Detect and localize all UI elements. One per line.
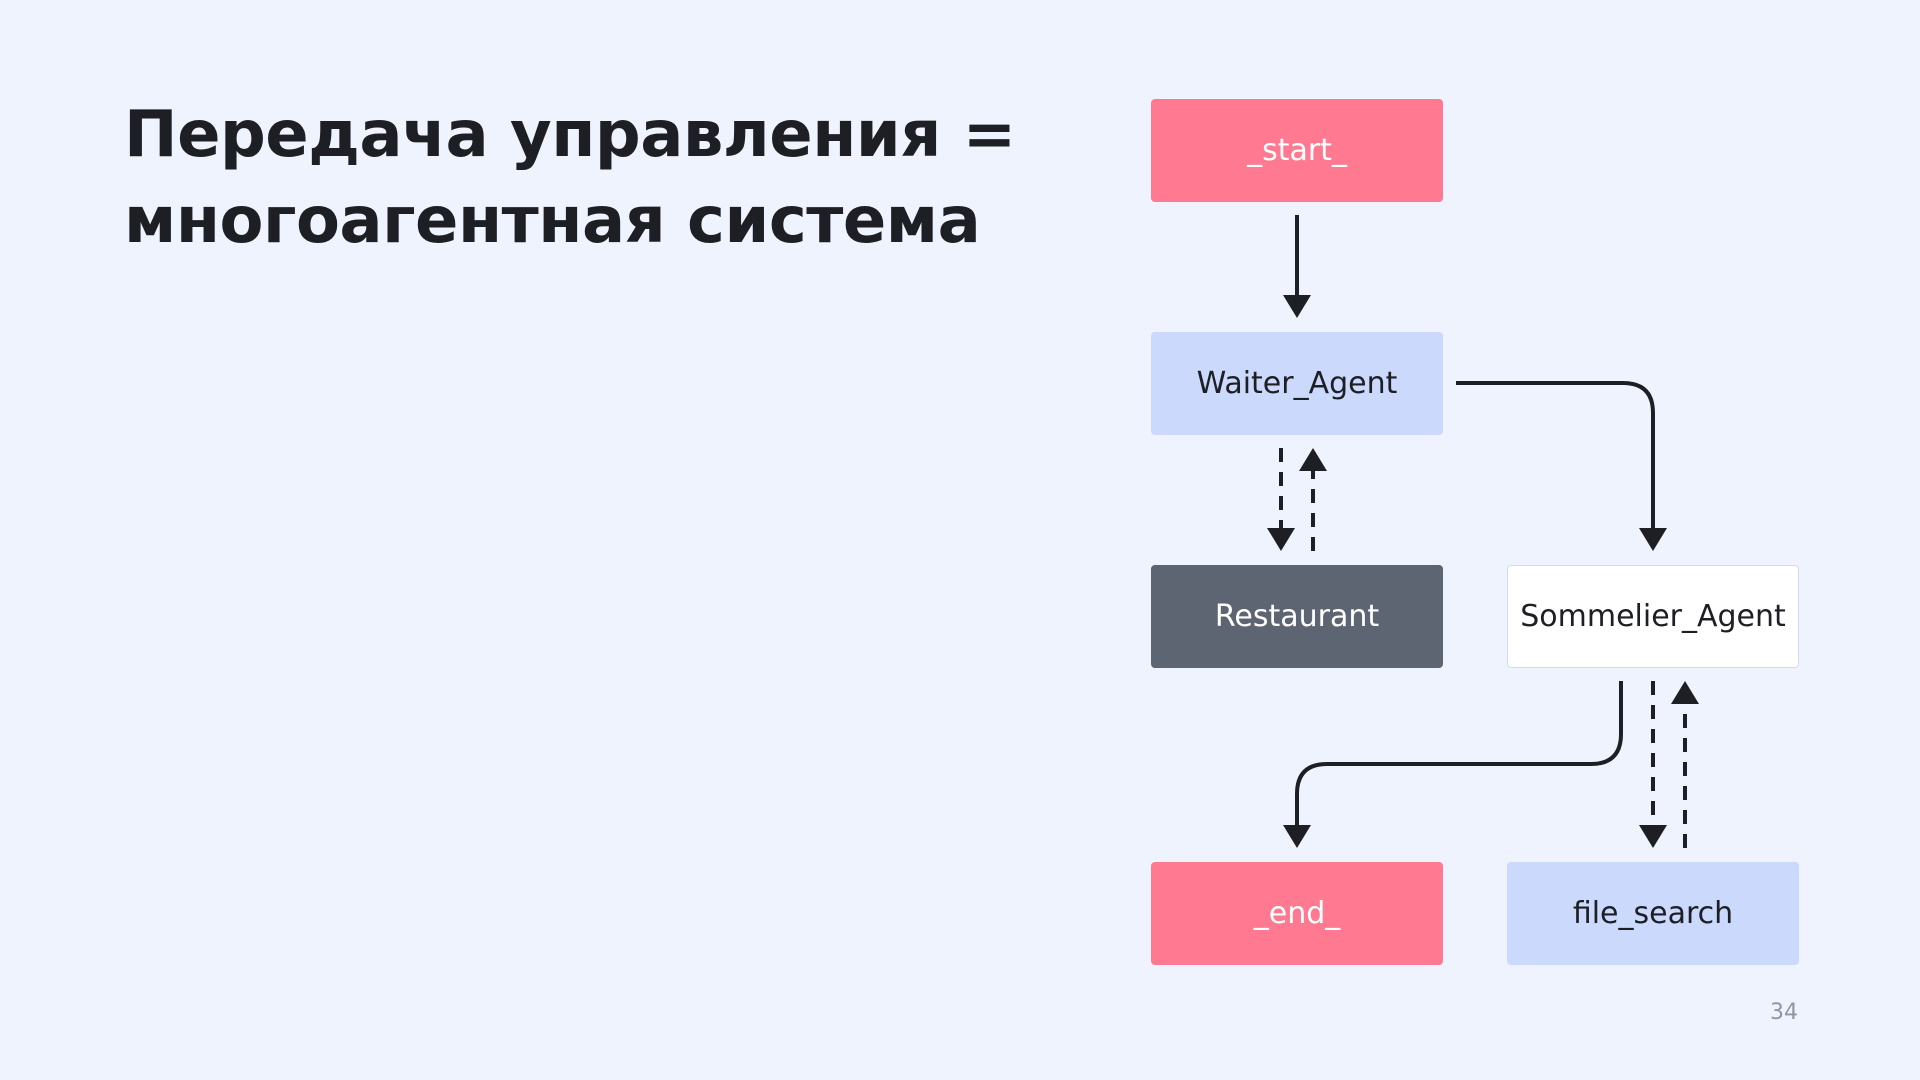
node-file-search: file_search <box>1507 862 1799 965</box>
edge-file-search-to-sommelier-arrowhead <box>1671 681 1699 704</box>
edge-sommelier-to-end <box>1295 681 1623 825</box>
node-sommelier-agent-label: Sommelier_Agent <box>1520 599 1786 634</box>
node-file-search-label: file_search <box>1572 896 1734 931</box>
edge-sommelier-to-end-arrowhead <box>1283 825 1311 848</box>
edge-waiter-to-sommelier <box>1456 381 1655 528</box>
node-waiter-agent-label: Waiter_Agent <box>1196 366 1398 401</box>
node-start-label: _start_ <box>1247 133 1347 168</box>
edge-sommelier-to-file-search-arrowhead <box>1639 825 1667 848</box>
edge-waiter-to-sommelier-arrowhead <box>1639 528 1667 551</box>
node-end: _end_ <box>1151 862 1443 965</box>
slide-title-line-1: Передача управления = <box>124 98 1016 172</box>
node-restaurant: Restaurant <box>1151 565 1443 668</box>
edge-start-to-waiter-arrowhead <box>1283 295 1311 318</box>
page-number: 34 <box>1770 1000 1798 1025</box>
node-restaurant-label: Restaurant <box>1214 599 1380 634</box>
node-waiter-agent: Waiter_Agent <box>1151 332 1443 435</box>
node-start: _start_ <box>1151 99 1443 202</box>
node-sommelier-agent: Sommelier_Agent <box>1507 565 1799 668</box>
edge-restaurant-to-waiter-arrowhead <box>1299 448 1327 471</box>
node-end-label: _end_ <box>1253 896 1341 931</box>
slide-title: Передача управления = многоагентная сист… <box>124 92 1024 264</box>
slide-title-line-2: многоагентная система <box>124 184 981 258</box>
edge-waiter-to-restaurant-arrowhead <box>1267 528 1295 551</box>
